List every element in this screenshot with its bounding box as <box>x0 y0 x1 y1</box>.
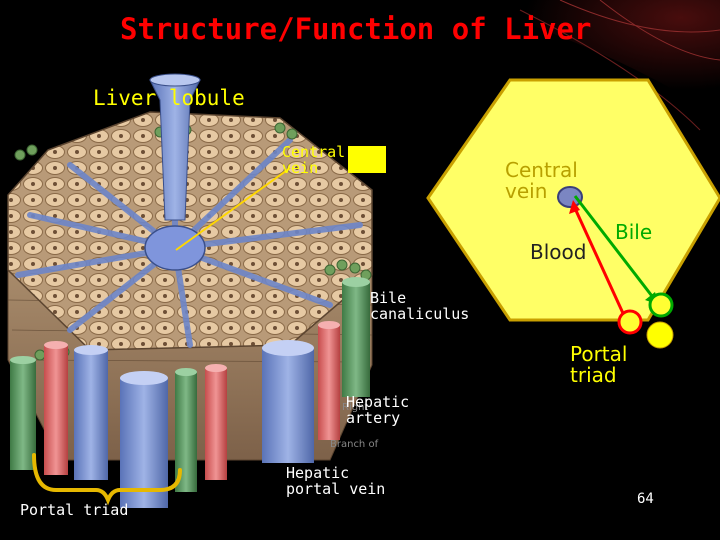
svg-text:Branch of: Branch of <box>330 439 379 450</box>
hepatic-portal-vein-label: Hepatic portal vein <box>286 464 386 498</box>
central-vein-label: Central vein <box>282 143 346 177</box>
highlight-box <box>348 146 386 173</box>
bile-canaliculus-label: Bile canaliculus <box>370 289 470 323</box>
hexagon-central-vein-label: Central vein <box>505 158 578 203</box>
hepatic-artery-label: Hepatic artery <box>346 393 410 427</box>
svg-text:Right: Right <box>342 402 368 413</box>
portal-triad-label: Portal triad <box>20 501 129 519</box>
portal-triad-brace <box>32 453 182 506</box>
triad-green-circle <box>648 292 674 318</box>
bile-arrow <box>573 195 657 301</box>
liver-lobule-label: Liver lobule <box>93 86 245 110</box>
hexagon-blood-label: Blood <box>530 240 587 264</box>
hexagon-portal-triad-label: Portal triad <box>570 342 628 387</box>
triad-yellow-circle <box>646 321 674 349</box>
central-vein-pointer <box>175 167 291 251</box>
hexagon-central-vein <box>557 186 583 208</box>
blood-arrow <box>571 203 629 323</box>
hexagon-bile-label: Bile <box>615 220 653 244</box>
slide-title: Structure/Function of Liver <box>120 12 592 46</box>
central-vein-opening <box>144 225 206 271</box>
page-number: 64 <box>637 491 654 507</box>
triad-red-circle <box>617 309 643 335</box>
